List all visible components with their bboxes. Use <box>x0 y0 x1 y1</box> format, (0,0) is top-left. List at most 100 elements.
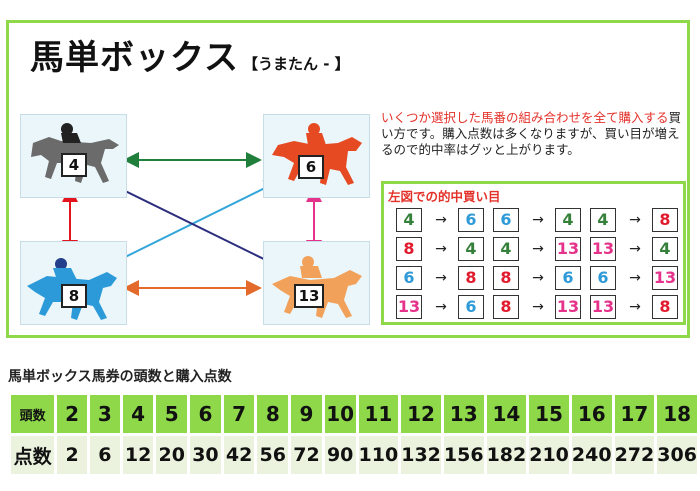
combination-pair: 4 → 6 <box>396 208 491 232</box>
points-cell: 210 <box>529 436 569 474</box>
horse-card-6: 6 <box>263 114 370 198</box>
head-count-cell: 6 <box>190 395 221 433</box>
combination-pair: 8 → 13 <box>493 295 588 319</box>
head-count-cell: 17 <box>614 395 655 433</box>
combination-pair: 4 → 8 <box>590 208 685 232</box>
points-cell: 6 <box>89 436 120 474</box>
points-cell: 110 <box>358 436 399 474</box>
combination-first: 6 <box>493 208 519 232</box>
racehorse-icon <box>272 256 362 318</box>
head-count-cell: 3 <box>89 395 120 433</box>
points-label: 点数 <box>11 436 55 474</box>
head-count-cell: 16 <box>571 395 612 433</box>
head-count-cell: 8 <box>257 395 289 433</box>
description: いくつか選択した馬番の組み合わせを全て購入する買い方です。購入点数は多くなります… <box>381 110 687 158</box>
combination-second: 6 <box>555 266 581 290</box>
head-count-cell: 4 <box>122 395 154 433</box>
combination-pair: 6 → 4 <box>493 208 588 232</box>
combination-pair: 6 → 8 <box>396 266 491 290</box>
head-count-cell: 14 <box>486 395 527 433</box>
combination-second: 4 <box>652 237 678 261</box>
description-rest: 買い方です。購入点数は多くなりますが、買い目が増えるので的中率はグッと上がります… <box>381 110 682 157</box>
horse-number-13: 13 <box>294 284 324 308</box>
title-text: 馬単ボックス <box>30 38 239 78</box>
points-cell: 272 <box>614 436 655 474</box>
right-arrow-icon: → <box>532 212 544 228</box>
combination-second: 13 <box>652 266 678 290</box>
head-count-cell: 12 <box>401 395 441 433</box>
horse-card-8: 8 <box>20 241 127 325</box>
combination-first: 8 <box>396 237 422 261</box>
points-cell: 20 <box>156 436 188 474</box>
racehorse-icon <box>27 258 117 320</box>
arrow-4-13 <box>103 180 284 269</box>
head-count-cell: 2 <box>57 395 87 433</box>
head-count-cell: 10 <box>324 395 356 433</box>
combination-pair: 13 → 4 <box>590 237 685 261</box>
combination-second: 4 <box>555 208 581 232</box>
head-count-cell: 15 <box>529 395 569 433</box>
horse-number-4: 4 <box>61 153 87 177</box>
table-title: 馬単ボックス馬券の頭数と購入点数 <box>8 369 232 385</box>
combination-second: 13 <box>555 237 581 261</box>
combination-second: 8 <box>652 208 678 232</box>
combination-first: 4 <box>590 208 616 232</box>
points-cell: 42 <box>223 436 255 474</box>
combination-first: 4 <box>493 237 519 261</box>
combination-pair: 13 → 8 <box>590 295 685 319</box>
title-reading: 【うまたん - 】 <box>242 55 350 73</box>
points-cell: 72 <box>291 436 322 474</box>
combination-second: 13 <box>555 295 581 319</box>
combination-second: 6 <box>458 208 484 232</box>
right-arrow-icon: → <box>629 270 641 286</box>
points-cell: 182 <box>486 436 527 474</box>
combination-pair: 8 → 4 <box>396 237 491 261</box>
right-arrow-icon: → <box>435 212 447 228</box>
horse-number-6: 6 <box>298 155 324 179</box>
right-arrow-icon: → <box>629 241 641 257</box>
right-arrow-icon: → <box>435 241 447 257</box>
combination-second: 4 <box>458 237 484 261</box>
combination-pair: 6 → 13 <box>590 266 685 290</box>
combination-second: 8 <box>652 295 678 319</box>
head-count-cell: 9 <box>291 395 322 433</box>
combination-first: 6 <box>396 266 422 290</box>
combination-first: 13 <box>590 237 616 261</box>
right-arrow-icon: → <box>532 299 544 315</box>
head-count-cell: 18 <box>657 395 697 433</box>
combination-pair: 13 → 6 <box>396 295 491 319</box>
points-cell: 56 <box>257 436 289 474</box>
page-title: 馬単ボックス【うまたん - 】 <box>30 30 350 79</box>
right-arrow-icon: → <box>629 212 641 228</box>
right-arrow-icon: → <box>435 299 447 315</box>
box-diagram: 4 6 8 13 <box>18 108 388 333</box>
horse-card-13: 13 <box>263 241 370 325</box>
points-cell: 2 <box>57 436 87 474</box>
head-count-cell: 5 <box>156 395 188 433</box>
head-count-cell: 7 <box>223 395 255 433</box>
points-cell: 12 <box>122 436 154 474</box>
combination-first: 4 <box>396 208 422 232</box>
horse-card-4: 4 <box>20 114 127 198</box>
combination-second: 8 <box>458 266 484 290</box>
combination-first: 6 <box>590 266 616 290</box>
combination-pair: 8→6 <box>493 266 588 290</box>
combination-pair: 4→13 <box>493 237 588 261</box>
right-arrow-icon: → <box>435 270 447 286</box>
combination-first: 13 <box>396 295 422 319</box>
description-highlight: いくつか選択した馬番の組み合わせを全て購入する <box>381 110 669 125</box>
connection-arrows <box>62 152 322 296</box>
combination-first: 13 <box>590 295 616 319</box>
horse-number-8: 8 <box>61 284 87 308</box>
combination-second: 6 <box>458 295 484 319</box>
combinations-title: 左図での的中買い目 <box>388 189 501 204</box>
points-cell: 30 <box>190 436 221 474</box>
head-count-cell: 13 <box>443 395 484 433</box>
right-arrow-icon: → <box>629 299 641 315</box>
right-arrow-icon: → <box>532 270 544 286</box>
combination-first: 8 <box>493 295 519 319</box>
points-cell: 90 <box>324 436 356 474</box>
